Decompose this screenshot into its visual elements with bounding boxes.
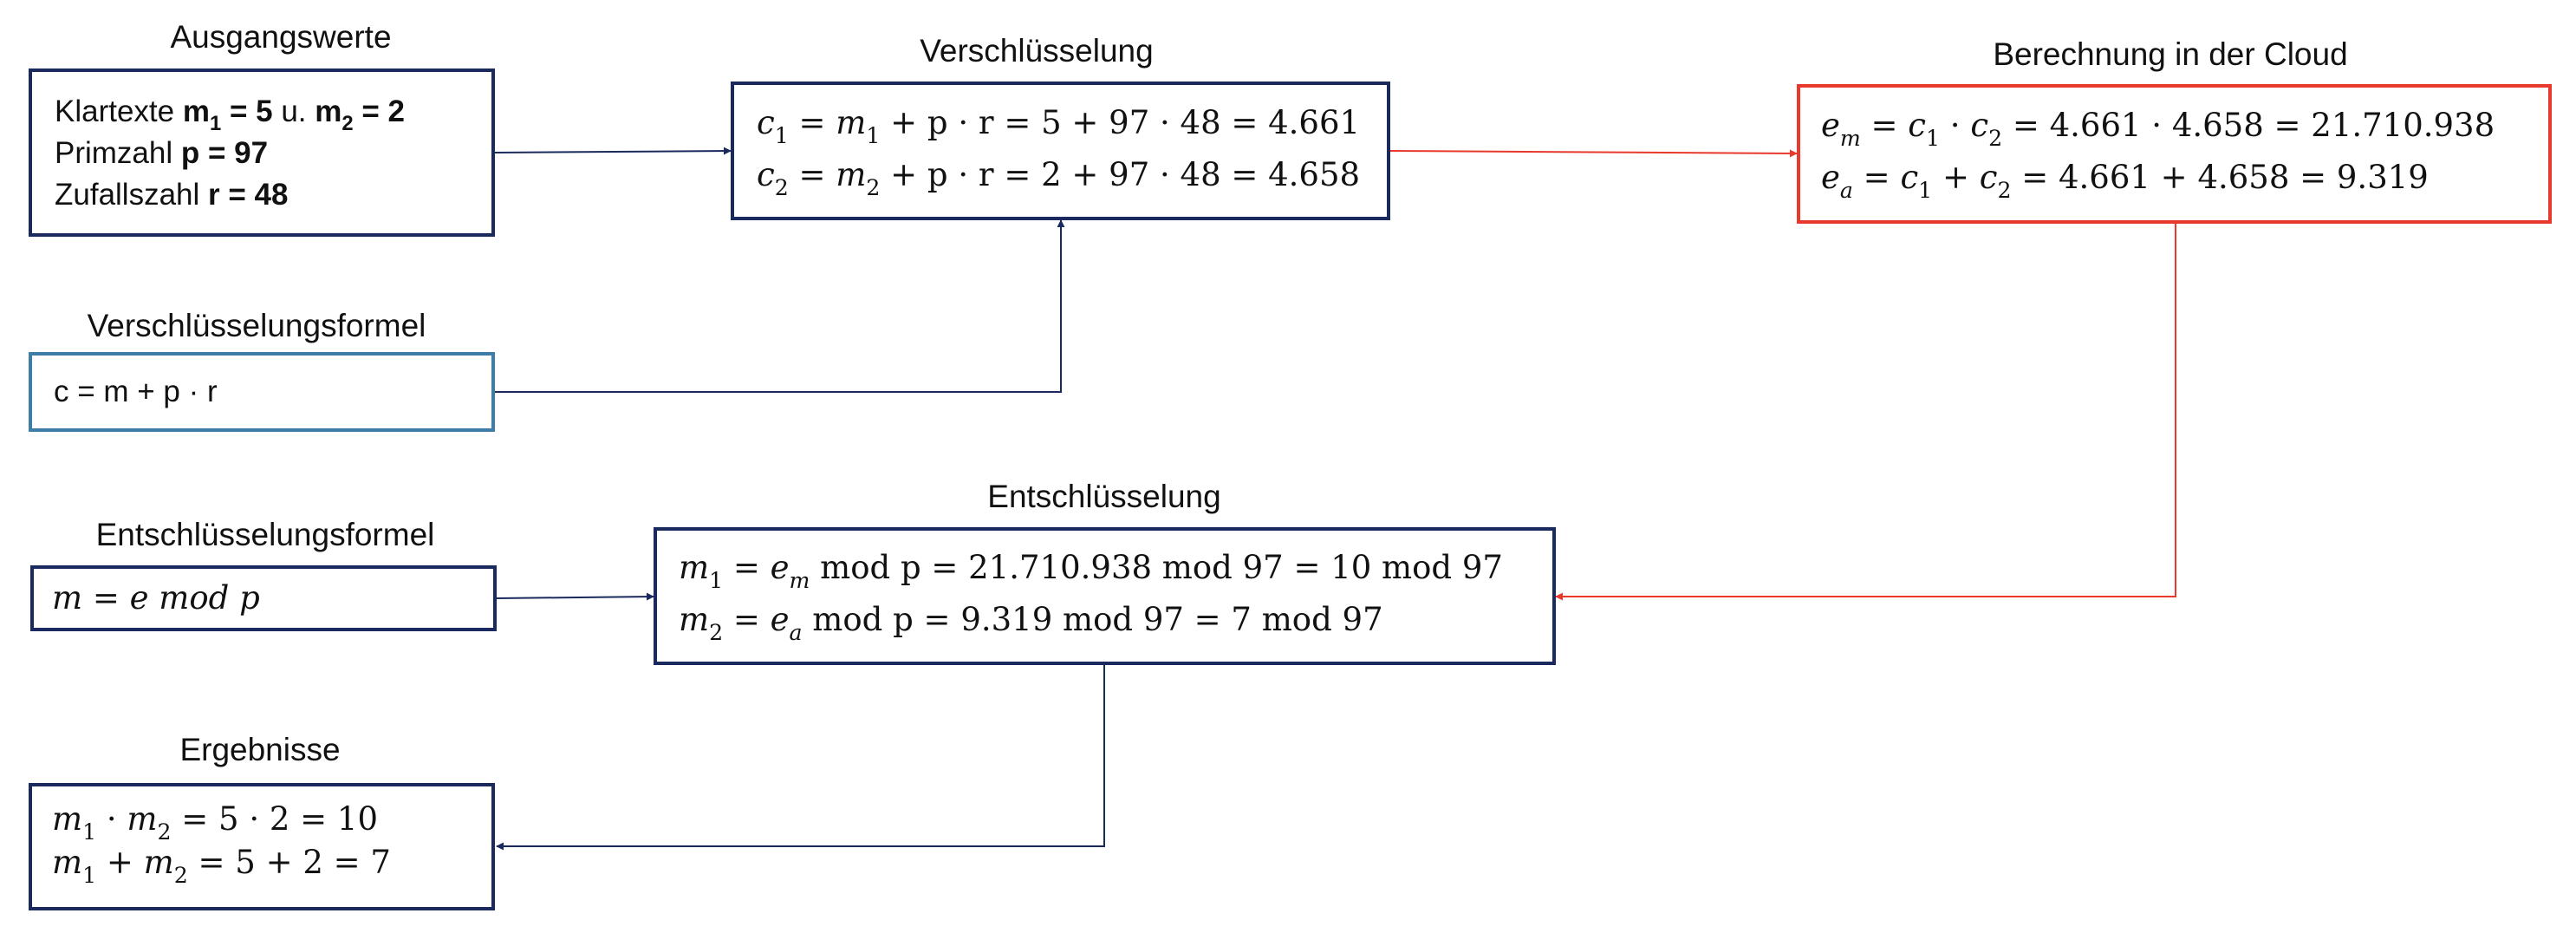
formula-m2-decrypt: m2 = ea mod p = 9.319 mod 97 = 7 mod 97 bbox=[679, 601, 1383, 645]
title-verschluesselungsformel: Verschlüsselungsformel bbox=[87, 308, 426, 343]
arrow-berechnung-to-entschluesselung bbox=[1555, 224, 2176, 601]
box-ergebnisse bbox=[29, 783, 495, 910]
box-entschluesselungsformel bbox=[30, 565, 497, 631]
box-verschluesselungsformel bbox=[29, 352, 495, 432]
ausgangswerte-text: Klartexte m1 = 5 u. m2 = 2 Primzahl p = … bbox=[55, 91, 405, 216]
entschluesselung-formulas: m1 = em mod p = 21.710.938 mod 97 = 10 m… bbox=[679, 542, 1503, 646]
verschluesselung-formulas: c1 = m1 + p · r = 5 + 97 · 48 = 4.661 c2… bbox=[757, 97, 1360, 201]
entschluesselungsformel-text: m = e mod p bbox=[52, 572, 260, 624]
title-entschluesselungsformel: Entschlüsselungsformel bbox=[95, 517, 435, 552]
title-verschluesselung: Verschlüsselung bbox=[920, 33, 1154, 69]
title-entschluesselung: Entschlüsselung bbox=[987, 479, 1221, 514]
title-ergebnisse: Ergebnisse bbox=[179, 732, 341, 767]
title-ausgangswerte: Ausgangswerte bbox=[170, 19, 392, 55]
formula-ea: ea = c1 + c2 = 4.661 + 4.658 = 9.319 bbox=[1821, 159, 2429, 203]
formula-c2: c2 = m2 + p · r = 2 + 97 · 48 = 4.658 bbox=[757, 156, 1361, 200]
ergebnisse-formulas: m1 · m2 = 5 · 2 = 10 m1 + m2 = 5 + 2 = 7 bbox=[52, 798, 391, 888]
arrow-ausgangswerte-to-verschluesselung bbox=[494, 147, 732, 155]
formula-verschluesselung: c = m + p · r bbox=[54, 375, 218, 408]
arrow-entschluesselungsformel-to-entschluesselung bbox=[496, 592, 654, 601]
box-berechnung-cloud bbox=[1797, 84, 2552, 224]
m2-value: m2 = 2 bbox=[315, 95, 405, 136]
result-sum: m1 + m2 = 5 + 2 = 7 bbox=[52, 844, 391, 888]
formula-entschluesselung: m = e mod p bbox=[52, 579, 260, 617]
box-verschluesselung bbox=[731, 82, 1390, 220]
box-ausgangswerte bbox=[29, 69, 495, 237]
m1-value: m1 = 5 bbox=[182, 95, 273, 136]
ausgangswerte-line-klartexte: Klartexte m1 = 5 u. m2 = 2 bbox=[55, 95, 405, 136]
formula-m1-decrypt: m1 = em mod p = 21.710.938 mod 97 = 10 m… bbox=[679, 549, 1503, 593]
verschluesselungsformel-text: c = m + p · r bbox=[54, 371, 218, 413]
arrow-formel-to-verschluesselung bbox=[495, 219, 1065, 393]
arrow-verschluesselung-to-berechnung bbox=[1389, 149, 1798, 158]
formula-em: em = c1 · c2 = 4.661 · 4.658 = 21.710.93… bbox=[1821, 107, 2495, 151]
ausgangswerte-line-primzahl: Primzahl p = 97 bbox=[55, 136, 269, 170]
ausgangswerte-line-zufallszahl: Zufallszahl r = 48 bbox=[55, 178, 289, 212]
box-entschluesselung bbox=[654, 527, 1556, 665]
result-product: m1 · m2 = 5 · 2 = 10 bbox=[52, 800, 379, 845]
title-berechnung: Berechnung in der Cloud bbox=[1993, 36, 2348, 72]
berechnung-formulas: em = c1 · c2 = 4.661 · 4.658 = 21.710.93… bbox=[1821, 100, 2495, 204]
arrow-entschluesselung-to-ergebnisse bbox=[496, 665, 1105, 851]
formula-c1: c1 = m1 + p · r = 5 + 97 · 48 = 4.661 bbox=[757, 104, 1361, 148]
